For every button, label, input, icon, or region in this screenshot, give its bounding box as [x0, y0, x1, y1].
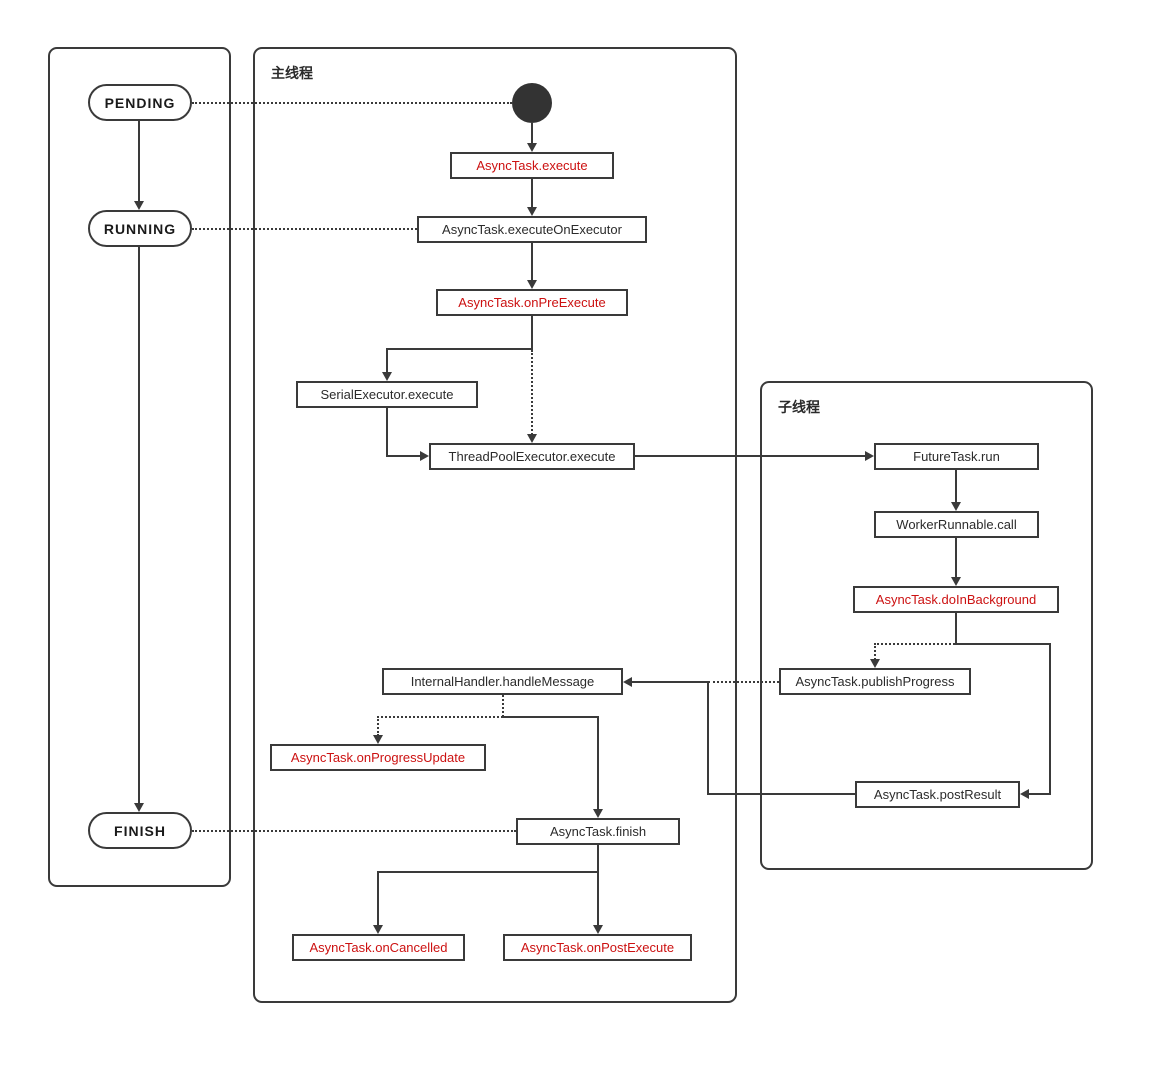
node-asynctask-onpreexecute: AsyncTask.onPreExecute [436, 289, 628, 316]
edge-pending-start-dotted [192, 102, 512, 104]
edge-handlemessage-onprogressupdate-arrow [373, 735, 383, 744]
edge-handlemessage-finish-arrow [593, 809, 603, 818]
edge-finish-onpostexecute-arrow [593, 925, 603, 934]
edge-threadpool-futuretask-arrow [865, 451, 874, 461]
edge-pending-running-line [138, 121, 140, 202]
edge-publishprogress-handlemessage-dotted [708, 681, 779, 683]
edge-onpreexecute-serialexecutor-vline [386, 348, 388, 373]
edge-serialexecutor-threadpool-arrow [420, 451, 429, 461]
edge-handlemessage-finish-vline [597, 716, 599, 810]
edge-threadpool-futuretask-line [635, 455, 865, 457]
edge-finish-onpostexecute-vline [597, 873, 599, 926]
edge-start-execute-arrow [527, 143, 537, 152]
edge-doinbackground-postresult-arrow [1020, 789, 1029, 799]
node-asynctask-onpostexecute: AsyncTask.onPostExecute [503, 934, 692, 961]
edge-onpreexecute-threadpool-dotted [531, 350, 533, 435]
edge-finish-oncancelled-vline [377, 871, 379, 926]
node-workerrunnable-call: WorkerRunnable.call [874, 511, 1039, 538]
states-panel [48, 47, 231, 887]
start-node-circle [512, 83, 552, 123]
edge-postresult-junction-hline [707, 793, 855, 795]
edge-postresult-junction-vline [707, 682, 709, 795]
edge-workerrunnable-doinbackground-arrow [951, 577, 961, 586]
edge-doinbackground-postresult-vline [1049, 643, 1051, 795]
edge-serialexecutor-threadpool-vline [386, 408, 388, 457]
node-asynctask-postresult: AsyncTask.postResult [855, 781, 1020, 808]
main-thread-label: 主线程 [271, 65, 313, 81]
edge-running-finishstate-arrow [134, 803, 144, 812]
edge-doinbackground-postresult-hline2 [1029, 793, 1051, 795]
edge-doinbackground-postresult-stem [955, 613, 957, 645]
edge-serialexecutor-threadpool-hline [386, 455, 420, 457]
worker-thread-label: 子线程 [778, 399, 820, 415]
edge-futuretask-workerrunnable-arrow [951, 502, 961, 511]
worker-thread-panel: 子线程 [760, 381, 1093, 870]
main-thread-panel: 主线程 [253, 47, 737, 1003]
node-threadpoolexecutor-execute: ThreadPoolExecutor.execute [429, 443, 635, 470]
edge-execute-executeonexecutor-arrow [527, 207, 537, 216]
node-serialexecutor-execute: SerialExecutor.execute [296, 381, 478, 408]
node-asynctask-onprogressupdate: AsyncTask.onProgressUpdate [270, 744, 486, 771]
edge-onpreexecute-threadpool-arrow [527, 434, 537, 443]
edge-executeonexecutor-onpreexecute-arrow [527, 280, 537, 289]
state-pending: PENDING [88, 84, 192, 121]
edge-handlemessage-branch-stem-dotted [502, 695, 504, 717]
edge-onpreexecute-serialexecutor-arrow [382, 372, 392, 381]
edge-pending-running-arrow [134, 201, 144, 210]
edge-start-execute-line [531, 123, 533, 144]
edge-finish-branch-hline [377, 871, 598, 873]
node-asynctask-doinbackground: AsyncTask.doInBackground [853, 586, 1059, 613]
node-asynctask-finish: AsyncTask.finish [516, 818, 680, 845]
edge-executeonexecutor-onpreexecute-line [531, 243, 533, 281]
edge-doinbackground-publishprogress-arrow [870, 659, 880, 668]
edge-junction-handlemessage-line [632, 681, 708, 683]
edge-finish-branch-stem [597, 845, 599, 873]
edge-junction-handlemessage-arrow [623, 677, 632, 687]
edge-doinbackground-publishprogress-hdotted [874, 643, 955, 645]
edge-finish-oncancelled-arrow [373, 925, 383, 934]
edge-running-executeonexecutor-dotted [192, 228, 417, 230]
edge-futuretask-workerrunnable-line [955, 470, 957, 503]
edge-execute-executeonexecutor-line [531, 179, 533, 208]
edge-running-finishstate-line [138, 247, 140, 804]
edge-handlemessage-onprogressupdate-hdotted [377, 716, 503, 718]
edge-onpreexecute-branch-stem [531, 316, 533, 350]
edge-handlemessage-finish-hline [502, 716, 598, 718]
node-asynctask-execute: AsyncTask.execute [450, 152, 614, 179]
edge-finishstate-finish-dotted [192, 830, 516, 832]
edge-doinbackground-postresult-hline [955, 643, 1051, 645]
node-asynctask-publishprogress: AsyncTask.publishProgress [779, 668, 971, 695]
edge-doinbackground-publishprogress-vdotted [874, 643, 876, 660]
node-asynctask-oncancelled: AsyncTask.onCancelled [292, 934, 465, 961]
state-finish: FINISH [88, 812, 192, 849]
node-internalhandler-handlemessage: InternalHandler.handleMessage [382, 668, 623, 695]
edge-onpreexecute-serialexecutor-hline [386, 348, 533, 350]
node-futuretask-run: FutureTask.run [874, 443, 1039, 470]
state-running: RUNNING [88, 210, 192, 247]
edge-workerrunnable-doinbackground-line [955, 538, 957, 578]
edge-handlemessage-onprogressupdate-vdotted [377, 716, 379, 736]
node-asynctask-executeonexecutor: AsyncTask.executeOnExecutor [417, 216, 647, 243]
